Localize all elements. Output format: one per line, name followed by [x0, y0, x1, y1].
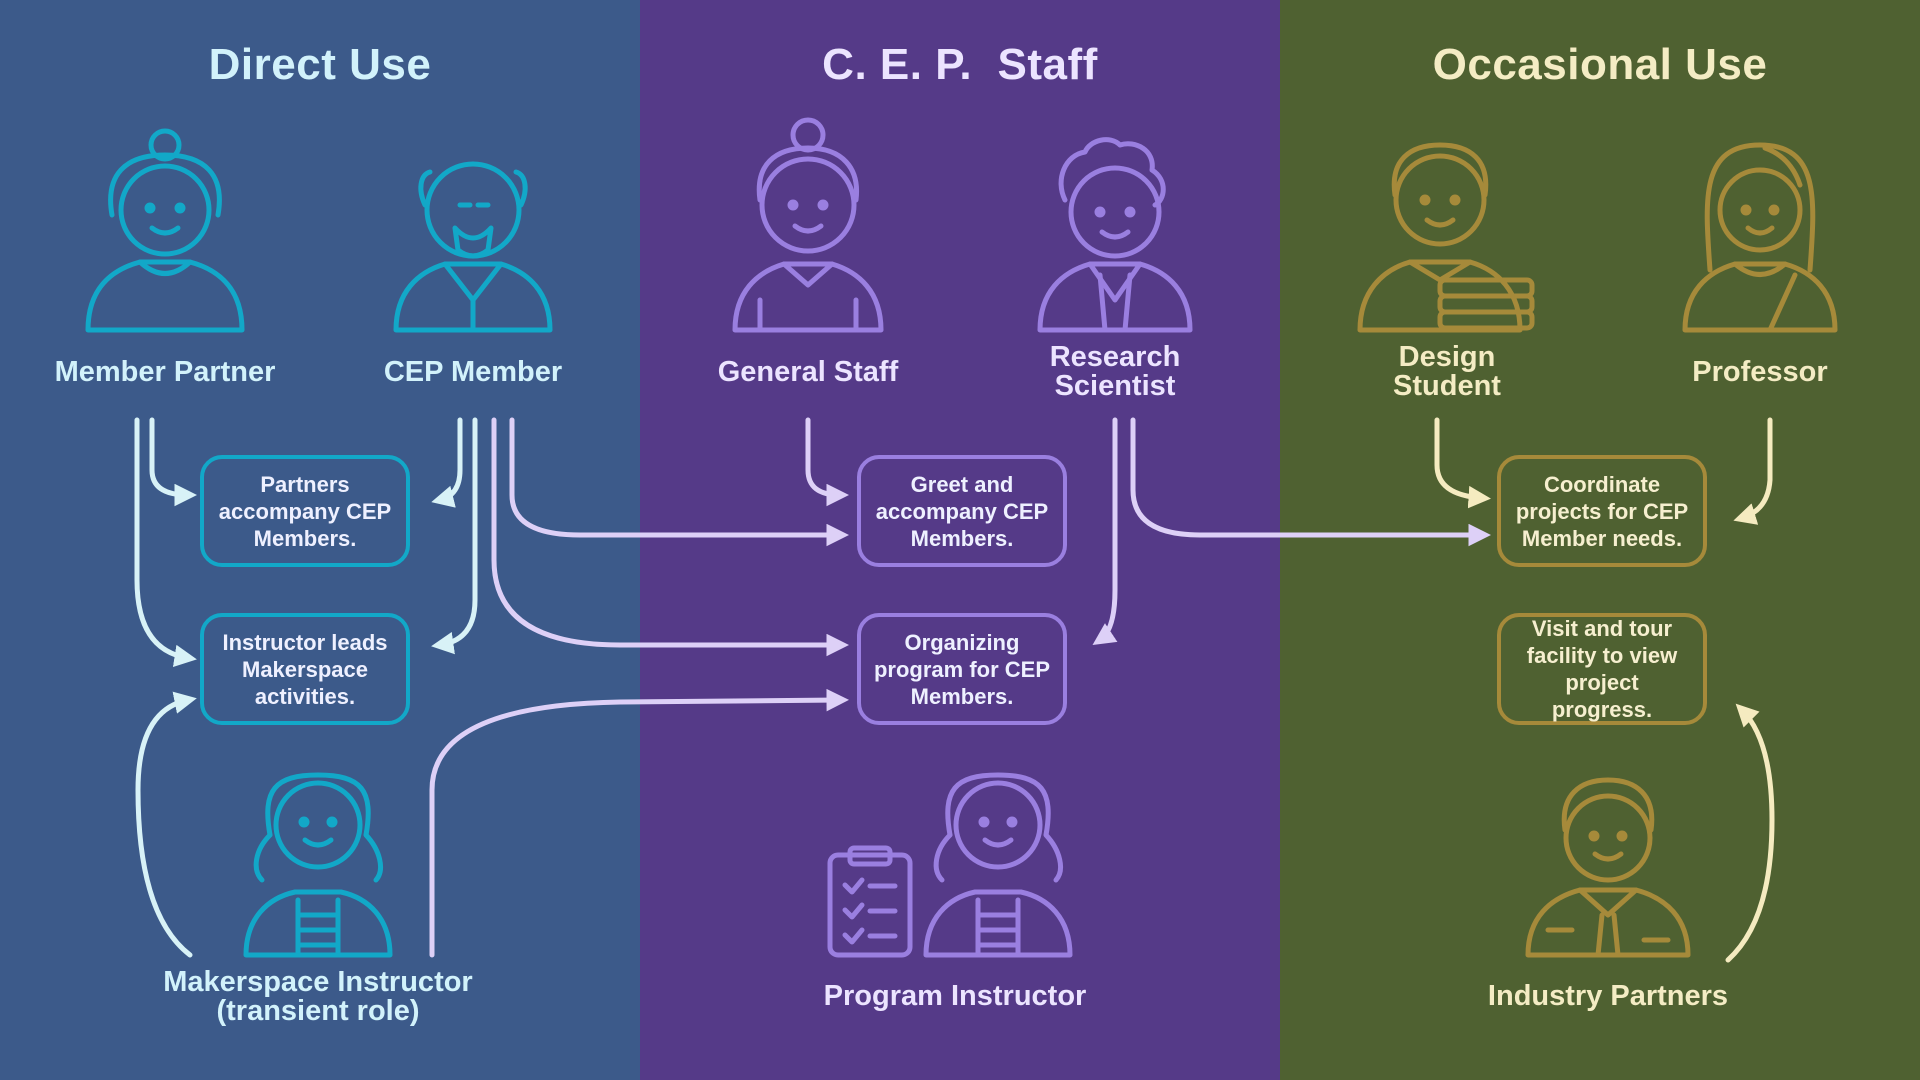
- arrow-partner-to-instructor-leads: [134, 417, 197, 668]
- arrow-student-to-coordinate-projects: [1434, 417, 1491, 509]
- role-general-staff: General Staff: [648, 358, 968, 387]
- role-research-scientist: Research Scientist: [955, 343, 1275, 401]
- direct-use-title: Direct Use: [208, 40, 432, 89]
- activity-greet-accompany: Greet and accompany CEP Members.: [857, 455, 1067, 567]
- design-student-label-line2: Student: [1393, 370, 1501, 402]
- activity-partners-accompany: Partners accompany CEP Members.: [200, 455, 410, 567]
- woman-avatar-icon: [243, 772, 393, 958]
- elderly-man-beard-avatar-icon: [393, 161, 553, 333]
- student-with-books-icon: [1357, 142, 1535, 333]
- direct-use-arrows: [134, 417, 478, 958]
- arrow-cep-to-partners-accompany: [431, 417, 463, 508]
- activity-visit-tour: Visit and tour facility to view project …: [1497, 613, 1707, 725]
- arrow-professor-to-coordinate-projects: [1733, 417, 1773, 525]
- role-makerspace-instructor: Makerspace Instructor (transient role): [98, 968, 538, 1026]
- program-instructor-label: Program Instructor: [823, 980, 1087, 1012]
- occasional-use-title: Occasional Use: [1432, 40, 1768, 89]
- activity-instructor-leads: Instructor leads Makerspace activities.: [200, 613, 410, 725]
- woman-bun-avatar-icon-staff: [732, 117, 884, 333]
- general-staff-label: General Staff: [717, 356, 899, 388]
- member-partner-label: Member Partner: [54, 356, 276, 388]
- businessman-tie-avatar-icon: [1525, 777, 1691, 958]
- direct-use-column: Direct Use: [0, 0, 640, 1080]
- role-program-instructor: Program Instructor: [795, 982, 1115, 1011]
- professor-label: Professor: [1692, 356, 1828, 388]
- cep-staff-title: C. E. P. Staff: [822, 40, 1098, 89]
- research-scientist-label-line1: Research: [1049, 341, 1181, 373]
- occasional-use-arrows: [1434, 417, 1775, 963]
- role-cep-member: CEP Member: [313, 358, 633, 387]
- arrow-cep-to-greet-accompany: [509, 417, 849, 547]
- role-industry-partners: Industry Partners: [1448, 982, 1768, 1011]
- role-design-student: Design Student: [1287, 343, 1607, 401]
- arrow-industry-to-visit-tour: [1725, 703, 1775, 963]
- staff-arrows: [429, 417, 1491, 958]
- role-professor: Professor: [1600, 358, 1920, 387]
- occasional-use-column: Occasional Use: [1280, 0, 1920, 1080]
- activity-organizing-program: Organizing program for CEP Members.: [857, 613, 1067, 725]
- activity-coordinate-projects: Coordinate projects for CEP Member needs…: [1497, 455, 1707, 567]
- woman-long-hair-avatar-icon: [1682, 142, 1838, 333]
- arrow-scientist-to-organizing-program: [1092, 417, 1118, 645]
- curly-hair-suit-avatar-icon: [1037, 137, 1193, 333]
- woman-with-clipboard-icon: [827, 772, 1073, 958]
- industry-partners-label: Industry Partners: [1487, 980, 1729, 1012]
- cep-staff-column: C. E. P. Staff: [640, 0, 1280, 1080]
- arrow-makerspace-to-organizing-program: [429, 688, 849, 958]
- design-student-label-line1: Design: [1398, 341, 1496, 373]
- arrow-cep-to-instructor-leads: [431, 417, 478, 655]
- makerspace-instructor-label-line1: Makerspace Instructor: [163, 966, 473, 998]
- role-member-partner: Member Partner: [5, 358, 325, 387]
- cep-member-label: CEP Member: [383, 356, 563, 388]
- arrow-scientist-to-coordinate-projects: [1130, 417, 1491, 547]
- arrow-general-staff-to-greet-accompany: [805, 417, 849, 507]
- makerspace-instructor-label-line2: (transient role): [216, 995, 420, 1027]
- arrow-cep-to-organizing-program: [491, 417, 849, 657]
- research-scientist-label-line2: Scientist: [1054, 370, 1176, 402]
- arrow-instructor-to-instructor-leads: [135, 691, 197, 958]
- woman-bun-avatar-icon: [85, 128, 245, 333]
- arrow-partner-to-partners-accompany: [149, 417, 197, 507]
